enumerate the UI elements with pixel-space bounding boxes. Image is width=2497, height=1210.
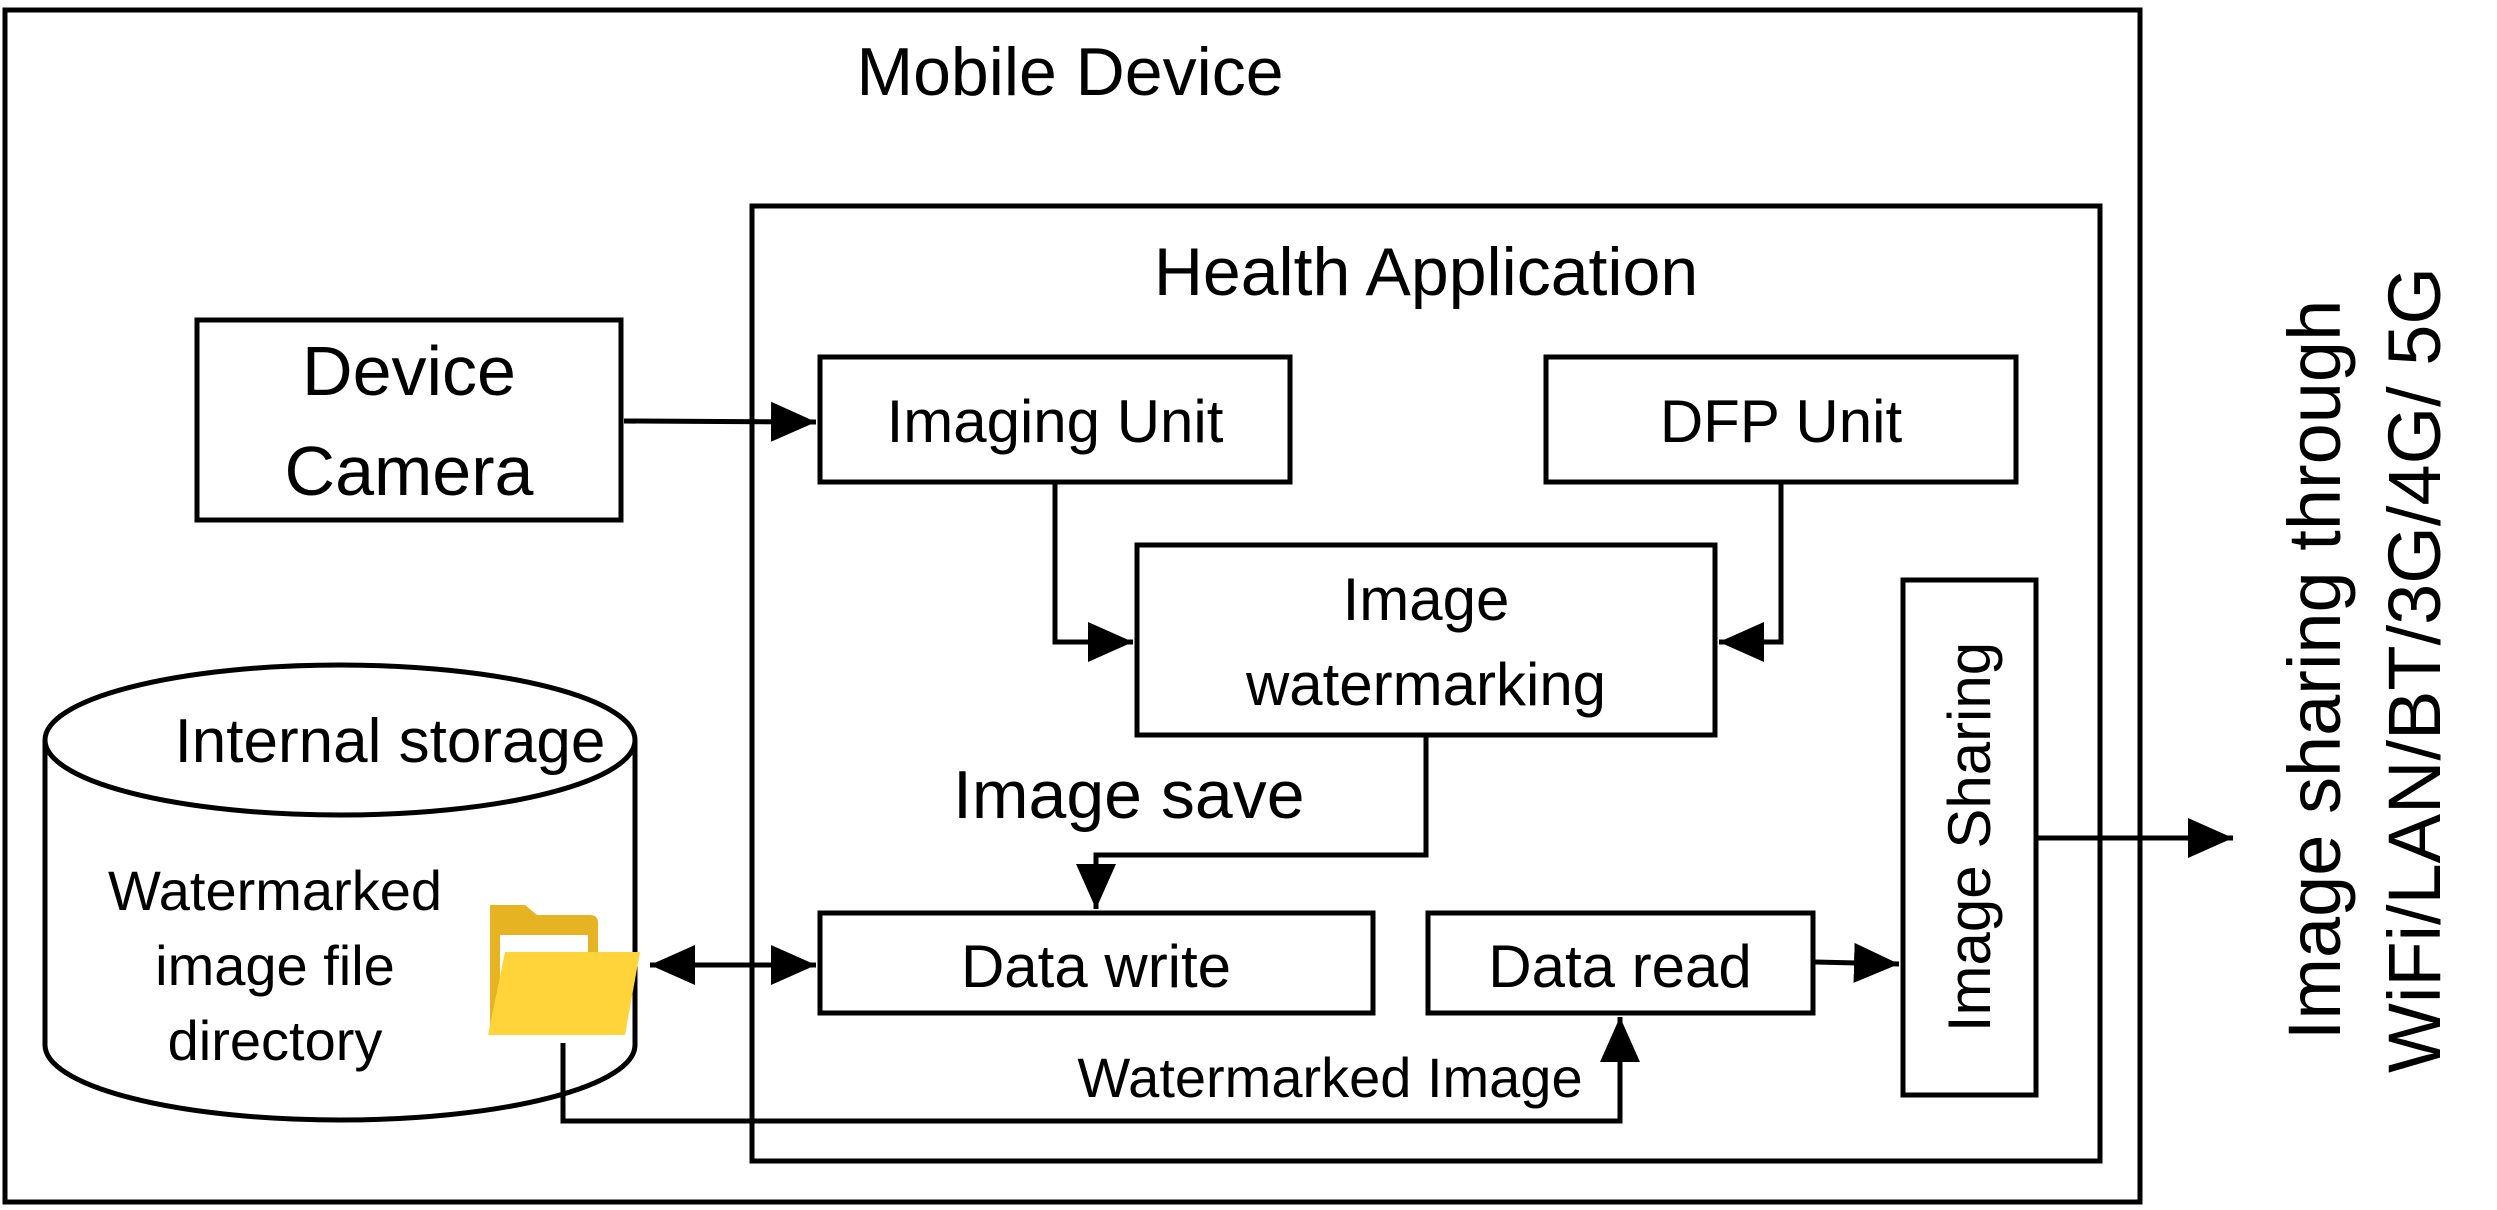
health-application-title: Health Application: [1154, 234, 1698, 310]
mobile-device-box: [2, 7, 2143, 1205]
directory-label-line1: Watermarked: [108, 859, 442, 922]
data-read-label: Data read: [1488, 933, 1752, 1000]
image-sharing-label: Image Sharing: [1936, 642, 2003, 1032]
watermarked-image-label: Watermarked Image: [1077, 1046, 1582, 1109]
directory-label-line2: image file: [155, 934, 395, 997]
imaging-unit-box: [817, 354, 1293, 485]
folder-icon: [488, 905, 640, 1035]
data-write-label: Data write: [961, 933, 1231, 1000]
internal-storage-cylinder-body: [42, 740, 638, 1123]
image-watermarking-box: [1134, 542, 1718, 738]
mobile-device-title: Mobile Device: [856, 34, 1283, 110]
arrow-imaging-to-watermarking: [1052, 484, 1133, 662]
arrow-data-read-to-sharing: [1814, 942, 1900, 983]
device-camera-box: [194, 317, 624, 523]
image-save-label: Image save: [953, 757, 1305, 833]
data-write-box: [817, 910, 1376, 1016]
external-sharing-label-line2: WiFi/LAN/BT/3G/4G/ 5G: [2373, 267, 2456, 1073]
internal-storage-label: Internal storage: [175, 707, 606, 776]
device-camera-label-line2: Camera: [285, 432, 534, 510]
arrow-dfp-to-watermarking: [1719, 484, 1784, 662]
imaging-unit-label: Imaging Unit: [887, 388, 1224, 455]
arrow-watermarking-to-data-write: [1076, 737, 1429, 909]
image-sharing-box: [1900, 577, 2039, 1098]
dfp-unit-label: DFP Unit: [1660, 388, 1903, 455]
directory-label-line3: directory: [168, 1009, 383, 1072]
external-sharing-label-line1: Image sharing through: [2273, 300, 2356, 1040]
device-camera-label-line1: Device: [302, 332, 516, 410]
arrow-folder-to-data-read: [560, 1017, 1640, 1124]
image-watermarking-label-line2: watermarking: [1245, 651, 1606, 718]
internal-storage-cylinder-top: [42, 662, 638, 818]
image-watermarking-label-line1: Image: [1343, 566, 1510, 633]
health-application-box: [749, 203, 2103, 1164]
dfp-unit-box: [1543, 354, 2019, 485]
data-read-box: [1425, 910, 1816, 1016]
arrow-camera-to-imaging: [623, 401, 817, 442]
